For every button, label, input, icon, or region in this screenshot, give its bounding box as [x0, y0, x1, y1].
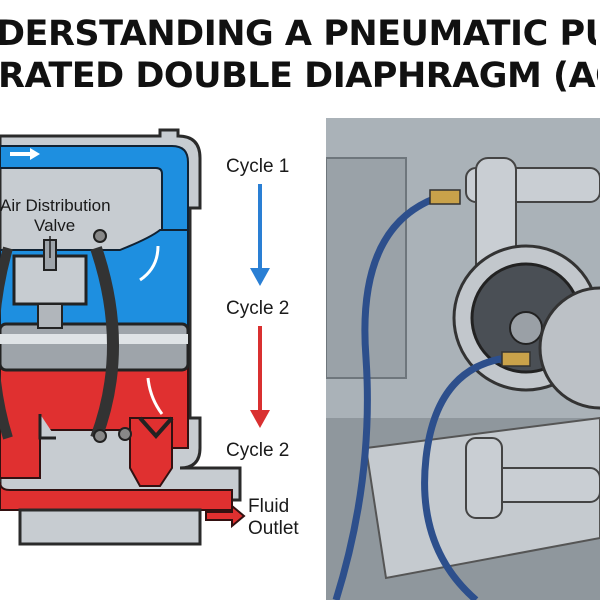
cycle-label-1: Cycle 1 [226, 156, 290, 177]
center-shaft [0, 322, 190, 372]
outlet-arrow [205, 503, 246, 529]
hose-fitting-1 [429, 189, 461, 205]
title-line-1: DERSTANDING A PNEUMATIC PU [0, 14, 596, 54]
check-valve-lower [38, 414, 56, 440]
fluid-flow-arrow [146, 377, 164, 415]
bolt-3 [118, 427, 132, 441]
pump-foot [18, 508, 202, 546]
cycle-arrow-blue-head [250, 268, 270, 286]
air-hose-1 [332, 194, 438, 600]
shaft-highlight [0, 334, 188, 344]
spool [37, 303, 63, 329]
check-valve-upper [138, 416, 174, 440]
diaphragm-right [90, 246, 119, 441]
bolt-2 [93, 429, 107, 443]
outlet-label-line-2: Outlet [248, 518, 299, 539]
outlet-label-line-1: Fluid [248, 496, 290, 517]
cycle-label-3: Cycle 2 [226, 440, 290, 461]
cutaway-svg [0, 128, 270, 546]
cycle-label-2: Cycle 2 [226, 298, 290, 319]
air-hose-2 [421, 354, 507, 600]
pump-cutaway-diagram: Air Distribution Valve Cycle 1 Cycle 2 C… [0, 118, 322, 600]
cycle-arrow-red-head [250, 410, 270, 428]
valve-label-line-2: Valve [34, 216, 76, 235]
bolt-1 [93, 229, 107, 243]
diaphragm-left [0, 246, 13, 440]
center-hub [509, 311, 543, 345]
valve-label-line-1: Air Distribution [0, 196, 111, 215]
photo-svg [326, 118, 600, 600]
air-flow-arrowhead-top [30, 148, 40, 160]
diaphragm-housing-right [538, 286, 600, 410]
pump-photo-illustration [326, 118, 600, 600]
fluid-outlet-channel [0, 481, 233, 511]
title-line-2: RATED DOUBLE DIAPHRAGM (AO [0, 56, 598, 96]
bottom-elbow [465, 437, 503, 519]
hose-fitting-2 [501, 351, 531, 367]
air-valve-block [12, 254, 88, 306]
air-flow-arrow-right [139, 245, 160, 282]
